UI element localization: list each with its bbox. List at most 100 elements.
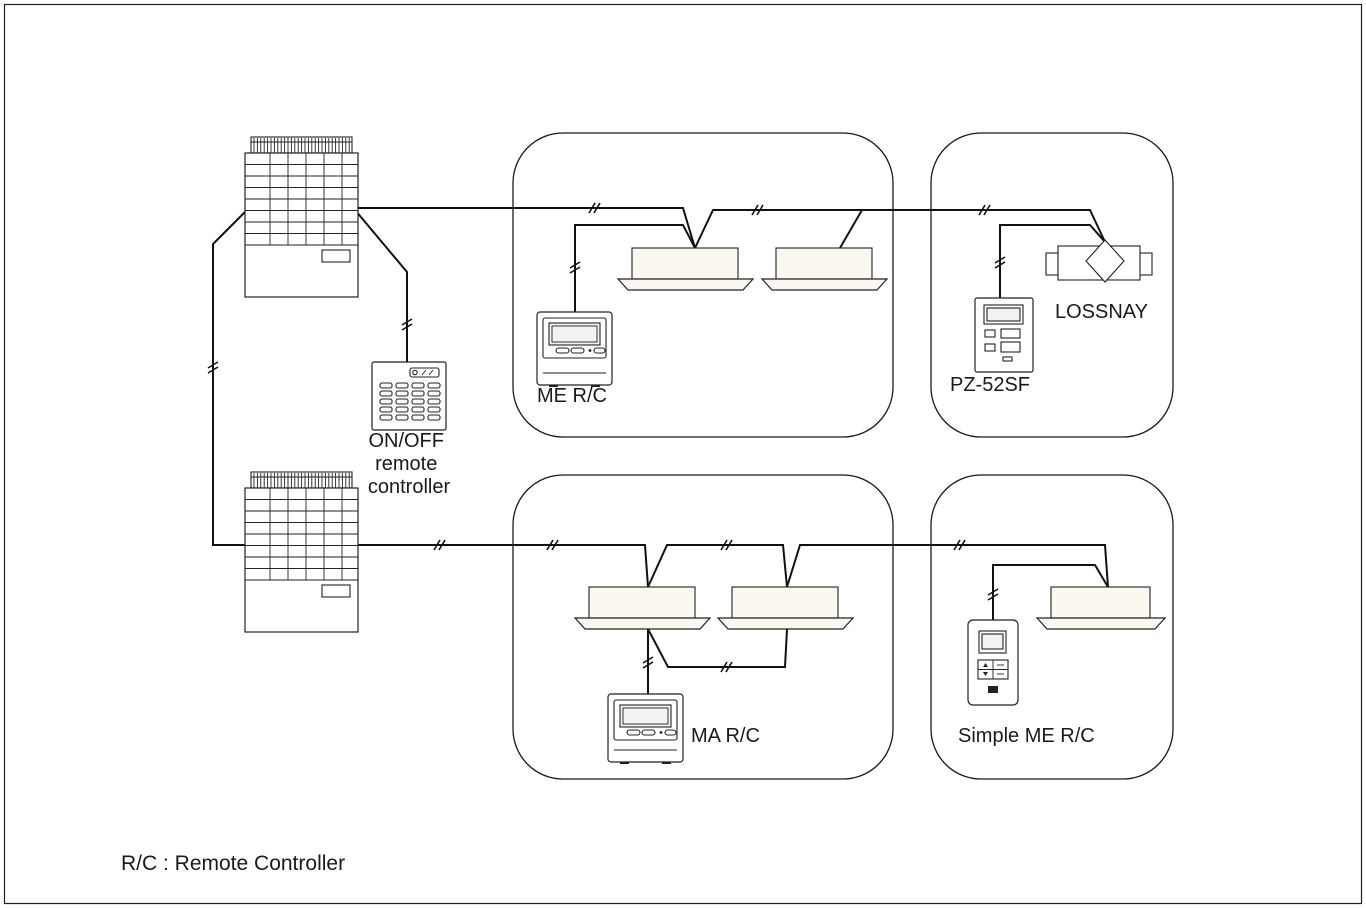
crossing-stroke — [401, 318, 413, 326]
on-off-button — [395, 414, 409, 421]
button — [1002, 356, 1013, 362]
duct-flange-right — [1139, 252, 1153, 276]
indoor-unit-lower-3 — [1035, 586, 1167, 630]
lossnay-unit — [1045, 239, 1153, 283]
legend-note: R/C : Remote Controller — [121, 852, 345, 875]
wire-indoor-2-branch — [839, 209, 863, 249]
label-line: ON/OFF — [368, 430, 444, 452]
crossing-stroke — [401, 323, 413, 331]
on-off-button — [988, 686, 998, 693]
unit-body — [1050, 586, 1151, 619]
label-lossnay: LOSSNAY — [1055, 301, 1148, 323]
on-off-button — [411, 390, 425, 397]
label-line: remote — [375, 453, 437, 475]
lcd-screen — [548, 322, 601, 346]
ceiling-panel — [616, 278, 755, 291]
wire-crossing-mark — [978, 204, 991, 216]
button — [1000, 341, 1021, 353]
down-arrow-icon — [983, 672, 988, 676]
button — [593, 347, 606, 354]
crossing-stroke — [593, 202, 601, 214]
crossing-stroke — [433, 539, 441, 551]
wire-crossing-mark — [588, 202, 601, 214]
duct-flange-left — [1045, 252, 1059, 276]
crossing-stroke — [569, 261, 581, 269]
pz-52sf-controller — [974, 297, 1034, 373]
ceiling-panel — [1035, 617, 1167, 630]
ceiling-panel — [760, 278, 889, 291]
wire-me-rc — [574, 224, 696, 313]
wire-crossing-mark — [987, 588, 999, 601]
crossing-stroke — [983, 204, 991, 216]
on-off-button — [427, 382, 441, 389]
on-off-button — [395, 398, 409, 405]
on-off-button — [379, 398, 393, 405]
wire-outdoor-to-indoor-3 — [358, 544, 649, 588]
label-on-off-remote-controller: ON/OFF remote controller — [368, 430, 451, 498]
controller-casing — [371, 361, 447, 431]
unit-body — [731, 586, 839, 619]
crossing-stroke — [207, 366, 219, 374]
name-plate — [321, 249, 351, 263]
casing-foot — [662, 762, 671, 764]
crossing-stroke — [987, 593, 999, 601]
crossing-stroke — [987, 588, 999, 596]
label-simple-me-rc: Simple ME R/C — [958, 725, 1095, 747]
label-line: controller — [368, 476, 451, 498]
button — [641, 729, 656, 736]
on-off-button — [427, 414, 441, 421]
wire-pz-52sf — [999, 224, 1106, 299]
lcd-screen — [619, 704, 672, 728]
on-off-button — [395, 390, 409, 397]
wire-on-off-controller — [354, 209, 408, 363]
crossing-stroke — [720, 539, 728, 551]
ceiling-panel — [573, 617, 712, 630]
ma-remote-controller — [607, 693, 684, 764]
crossing-stroke — [756, 204, 764, 216]
status-mark — [428, 369, 434, 376]
wire-indoor-chain-lower-2 — [786, 544, 1109, 588]
unit-body — [631, 247, 739, 280]
page-border — [3, 3, 1363, 905]
on-off-button — [411, 414, 425, 421]
on-off-button — [427, 406, 441, 413]
label-pz-52sf: PZ-52SF — [950, 374, 1030, 396]
name-plate — [321, 584, 351, 598]
crossing-stroke — [438, 539, 446, 551]
crossing-stroke — [588, 202, 596, 214]
crossing-stroke — [642, 661, 654, 669]
wire-outdoor-to-indoor-1 — [358, 207, 696, 249]
unit-casing — [244, 487, 359, 633]
wire-crossing-mark — [994, 256, 1006, 269]
wire-crossing-mark — [207, 361, 219, 374]
on-off-button — [379, 390, 393, 397]
lcd-inner — [622, 707, 669, 725]
wire-crossing-mark — [720, 661, 733, 673]
button — [570, 347, 585, 354]
on-off-button — [395, 406, 409, 413]
button — [664, 729, 677, 736]
outdoor-unit-lower — [244, 471, 359, 633]
wire-crossing-mark — [546, 539, 559, 551]
on-off-button — [395, 382, 409, 389]
button — [1000, 328, 1021, 339]
unit-body — [775, 247, 873, 280]
lcd-inner — [551, 325, 598, 343]
crossing-stroke — [953, 539, 961, 551]
casing-foot — [549, 385, 558, 387]
zone-layer — [512, 132, 1174, 780]
indicator-dot — [659, 731, 663, 734]
on-off-button — [411, 406, 425, 413]
button — [555, 347, 570, 354]
button — [984, 343, 996, 352]
crossing-stroke — [642, 656, 654, 664]
wire-indoor-chain-upper — [694, 209, 1106, 249]
wire-ma-rc-loop — [647, 628, 788, 668]
unit-body — [588, 586, 696, 619]
outdoor-unit-upper — [244, 136, 359, 298]
status-lamp — [412, 369, 418, 376]
crossing-stroke — [546, 539, 554, 551]
indoor-unit-lower-2 — [716, 586, 855, 630]
on-off-button — [411, 398, 425, 405]
